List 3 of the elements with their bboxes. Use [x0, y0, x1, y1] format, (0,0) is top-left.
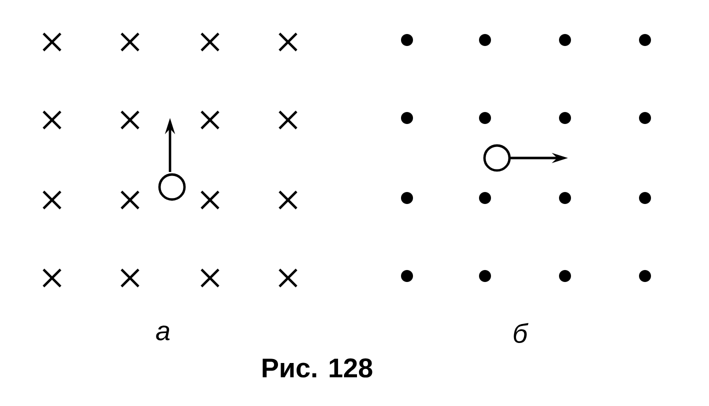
panel-label: а [156, 326, 170, 340]
figure-caption: Рис. 128 [262, 358, 372, 378]
panel-label: б [514, 322, 528, 344]
